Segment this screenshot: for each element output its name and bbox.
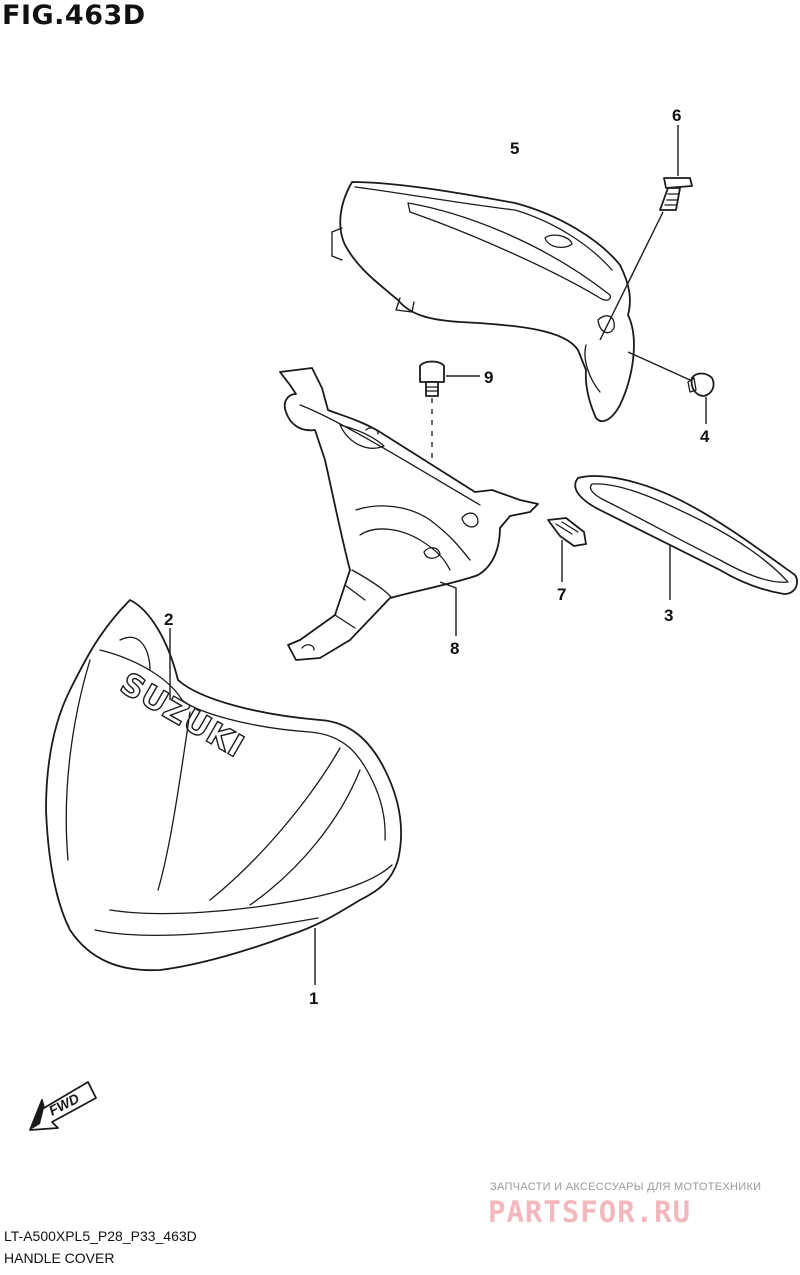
diagram-name: HANDLE COVER — [4, 1250, 115, 1266]
part-6-screw — [659, 177, 693, 211]
callout-5: 5 — [510, 139, 519, 158]
part-3-trim-strip — [574, 475, 798, 595]
figure-title: FIG.463D — [2, 0, 146, 31]
part-9-bolt — [419, 360, 445, 397]
model-code: LT-A500XPL5_P28_P33_463D — [4, 1228, 197, 1244]
watermark-caption: ЗАПЧАСТИ И АКСЕССУАРЫ ДЛЯ МОТОТЕХНИКИ — [490, 1181, 762, 1193]
callout-1: 1 — [309, 989, 318, 1008]
part-1-front-cover — [45, 599, 403, 972]
callout-4: 4 — [700, 427, 710, 446]
watermark-logo: PARTSFOR.RU — [488, 1195, 692, 1229]
part-7-clip — [547, 517, 587, 547]
callout-3: 3 — [664, 606, 673, 625]
callout-6: 6 — [672, 106, 681, 125]
callout-9: 9 — [484, 368, 493, 387]
callout-7: 7 — [557, 585, 566, 604]
part-8-bracket — [279, 367, 539, 661]
fwd-arrow-icon: FWD — [29, 1081, 97, 1131]
part-4-clip-nut — [687, 372, 715, 397]
callout-2: 2 — [164, 610, 173, 629]
callout-8: 8 — [450, 639, 459, 658]
part-5-upper-cover — [331, 181, 635, 422]
